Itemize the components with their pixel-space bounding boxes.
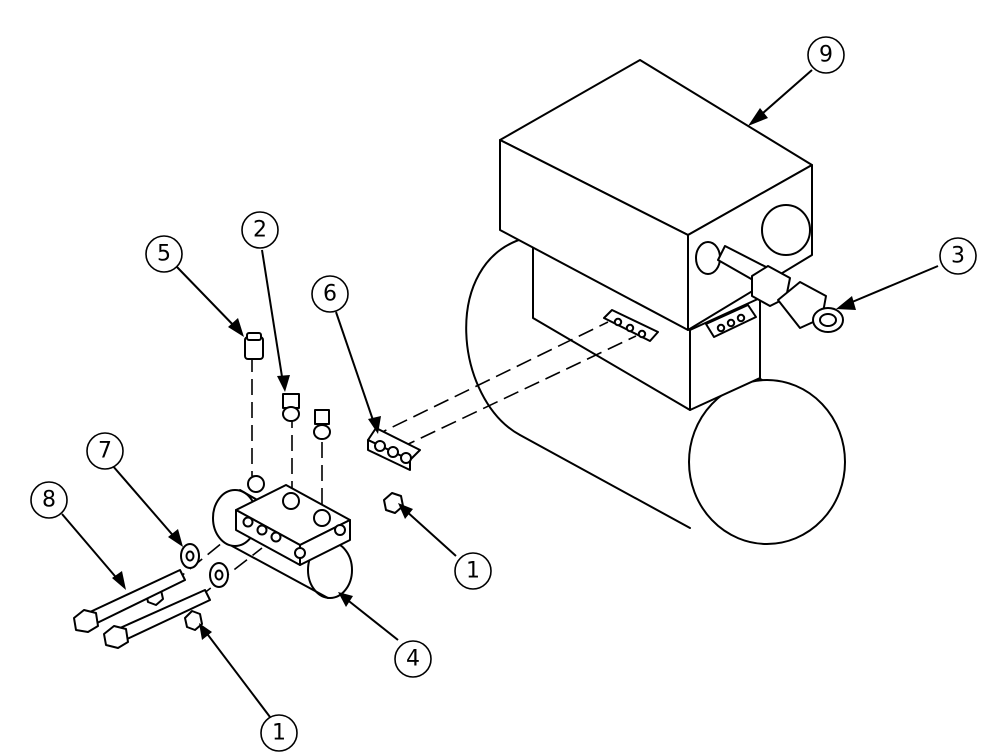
leader-lines <box>61 69 939 718</box>
balloon-5: 5 <box>145 235 183 273</box>
balloon-1-right-label: 1 <box>466 559 480 584</box>
balloon-3-label: 3 <box>951 244 965 269</box>
balloon-4: 4 <box>394 640 432 678</box>
balloon-9: 9 <box>807 36 845 74</box>
balloon-6: 6 <box>311 275 349 313</box>
balloon-2: 2 <box>241 211 279 249</box>
manifold-block <box>212 475 353 599</box>
balloon-8: 8 <box>30 481 68 519</box>
washers <box>180 543 229 588</box>
balloon-7-label: 7 <box>98 439 112 464</box>
balloon-1-bottom: 1 <box>260 714 298 752</box>
balloon-6-label: 6 <box>323 282 337 307</box>
balloon-1-bottom-label: 1 <box>272 721 286 746</box>
drain-valves <box>282 393 331 440</box>
balloon-1-right: 1 <box>454 552 492 590</box>
balloon-9-label: 9 <box>819 43 833 68</box>
balloon-7: 7 <box>86 432 124 470</box>
balloon-8-label: 8 <box>42 488 56 513</box>
vent-plug <box>244 332 264 360</box>
balloon-2-label: 2 <box>253 218 267 243</box>
balloon-3: 3 <box>939 237 977 275</box>
gasket-plate <box>367 427 421 471</box>
balloon-4-label: 4 <box>406 647 420 672</box>
balloon-5-label: 5 <box>157 242 171 267</box>
flowmeter-body <box>465 59 846 545</box>
cable-gland-fitting <box>717 245 844 333</box>
hex-bolts <box>73 569 211 649</box>
